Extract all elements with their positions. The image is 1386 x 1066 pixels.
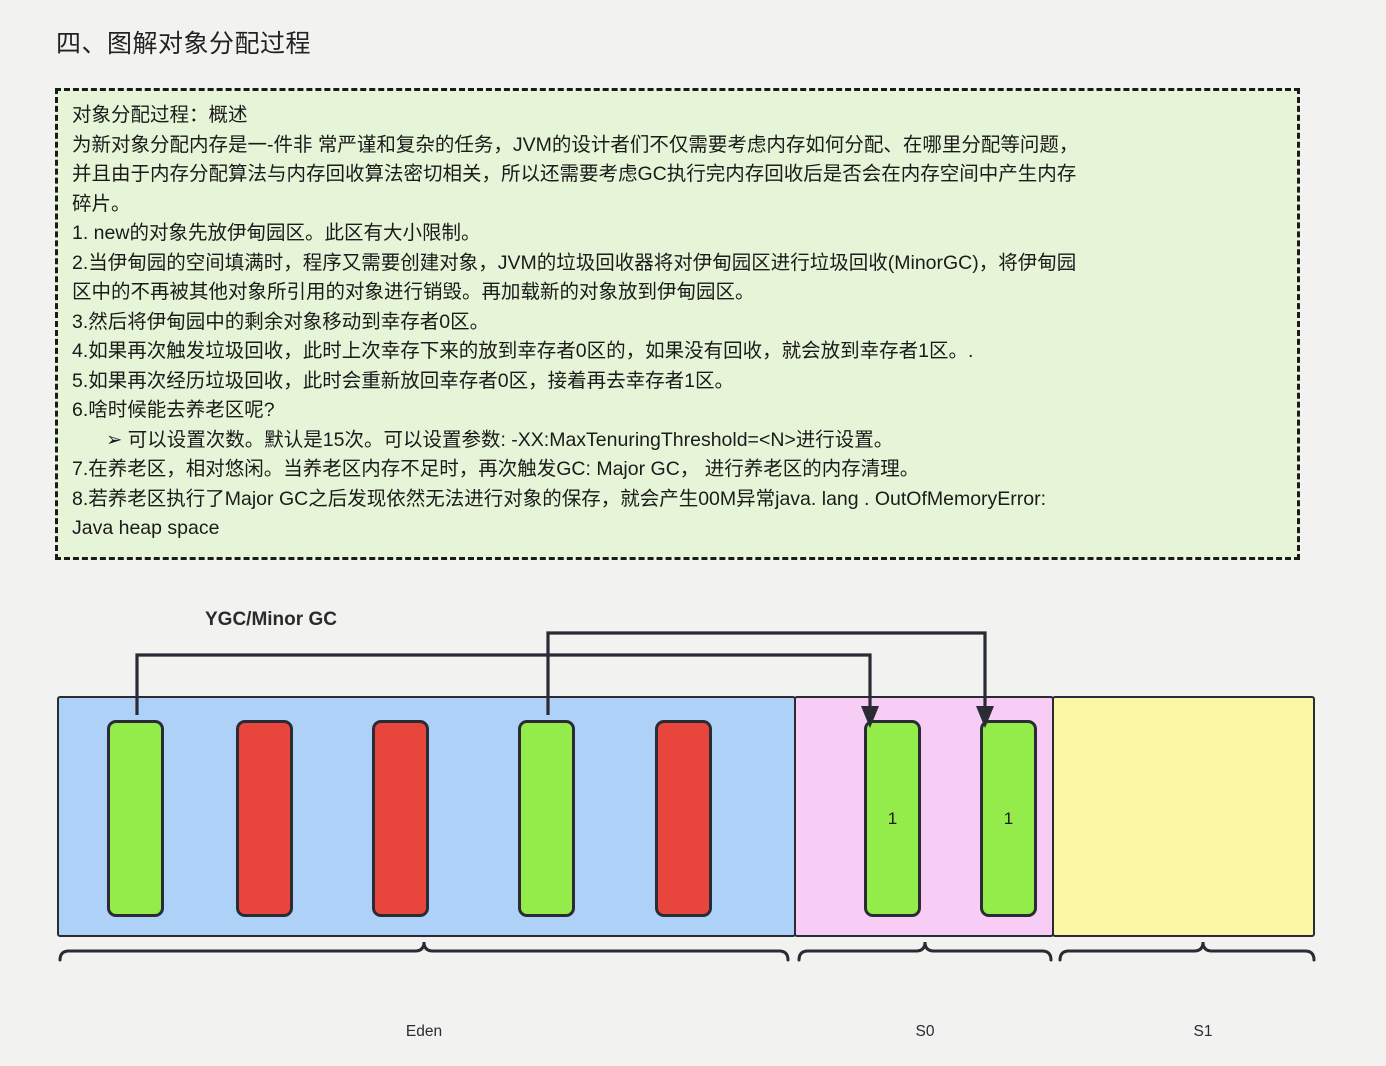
note-line: 3.然后将伊甸园中的剩余对象移动到幸存者0区。 (72, 310, 490, 333)
page-title: 四、图解对象分配过程 (56, 30, 312, 58)
note-line: 1. new的对象先放伊甸园区。此区有大小限制。 (72, 222, 481, 244)
brace-label-eden: Eden (405, 1023, 443, 1040)
s0-object-1[interactable]: 1 (864, 720, 921, 917)
heap-memory-diagram: YGC/Minor GC 1 1 (0, 560, 1386, 1066)
eden-object-2[interactable] (236, 720, 293, 917)
object-allocation-note-box: 对象分配过程：概述 为新对象分配内存是一-件非 常严谨和复杂的任务，JVM的设计… (55, 88, 1300, 560)
memory-bar: 1 1 (57, 696, 1315, 937)
brace-label-s0: S0 (915, 1023, 935, 1040)
brace-s0-icon (797, 941, 1053, 962)
note-line: 5.如果再次经历垃圾回收，此时会重新放回幸存者0区，接着再去幸存者1区。 (72, 369, 734, 392)
s0-object-2[interactable]: 1 (980, 720, 1037, 917)
brace-label-s1: S1 (1193, 1023, 1213, 1040)
ygc-minor-gc-label: YGC/Minor GC (205, 609, 337, 630)
region-s0[interactable]: 1 1 (794, 696, 1054, 937)
note-line: Java heap space (72, 517, 220, 539)
eden-object-3[interactable] (372, 720, 429, 917)
eden-object-5[interactable] (655, 720, 712, 917)
note-line: 6.啥时候能去养老区呢? (72, 399, 275, 421)
note-line: 7.在养老区，相对悠闲。当养老区内存不足时，再次触发GC: Major GC， … (72, 458, 920, 480)
brace-eden-icon (58, 941, 790, 962)
region-braces (58, 941, 1316, 962)
brace-s1-icon (1058, 941, 1316, 962)
note-line: 区中的不再被其他对象所引用的对象进行销毁。再加载新的对象放到伊甸园区。 (72, 281, 755, 303)
note-line: 8.若养老区执行了Major GC之后发现依然无法进行对象的保存，就会产生00M… (72, 487, 1047, 510)
region-s1[interactable] (1052, 696, 1315, 937)
note-line: 4.如果再次触发垃圾回收，此时上次幸存下来的放到幸存者0区的，如果没有回收，就会… (72, 340, 974, 362)
note-line: 碎片。 (72, 192, 131, 215)
note-line: 2.当伊甸园的空间填满时，程序又需要创建对象，JVM的垃圾回收器将对伊甸园区进行… (72, 251, 1077, 274)
eden-object-4[interactable] (518, 720, 575, 917)
note-line: 为新对象分配内存是一-件非 常严谨和复杂的任务，JVM的设计者们不仅需要考虑内存… (72, 133, 1079, 156)
region-eden[interactable] (57, 696, 796, 937)
note-line: 并且由于内存分配算法与内存回收算法密切相关，所以还需要考虑GC执行完内存回收后是… (72, 163, 1077, 185)
note-line: ➢ 可以设置次数。默认是15次。可以设置参数: -XX:MaxTenuringT… (106, 428, 894, 451)
note-line: 对象分配过程：概述 (72, 104, 248, 126)
eden-object-1[interactable] (107, 720, 164, 917)
